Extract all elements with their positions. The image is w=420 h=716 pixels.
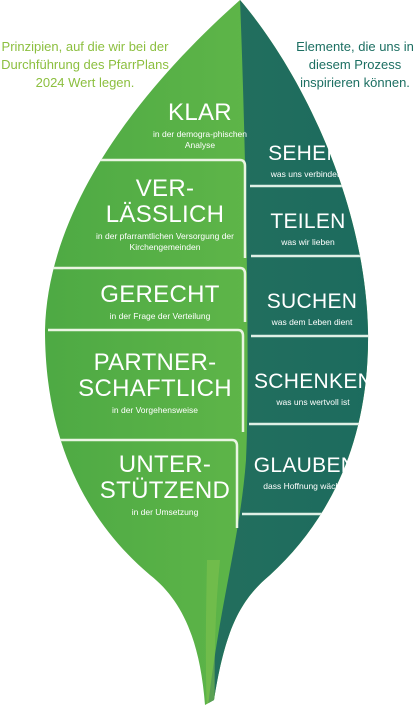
principle-klar: KLAR in der demogra-phischen Analyse	[150, 100, 250, 151]
principles-intro: Prinzipien, auf die wir bei der Durchfüh…	[1, 39, 169, 90]
element-subtitle: was uns wertvoll ist	[276, 397, 350, 407]
element-glauben: GLAUBEN dass Hoffnung wächst	[246, 454, 364, 492]
principle-subtitle: in der Umsetzung	[131, 507, 199, 517]
principle-gerecht: GERECHT in der Frage der Verteilung	[80, 282, 240, 322]
element-title: SCHENKEN	[254, 370, 374, 393]
element-subtitle: was uns verbindet	[270, 169, 340, 179]
element-sehen: SEHEN was uns verbindet	[250, 142, 360, 180]
divider-line	[60, 158, 247, 258]
principle-title: KLAR	[168, 99, 232, 126]
principle-title: PARTNER-SCHAFTLICH	[78, 349, 232, 402]
principle-title: UNTER-STÜTZEND	[99, 451, 231, 504]
elements-intro: Elemente, die uns in diesem Prozess insp…	[296, 39, 414, 90]
principle-unterstuetzend: UNTER-STÜTZEND in der Umsetzung	[90, 452, 240, 518]
element-subtitle: was dem Leben dient	[271, 317, 353, 327]
divider-line	[48, 328, 245, 432]
principle-subtitle: in der demogra-phischen Analyse	[152, 129, 248, 150]
element-title: SEHEN	[268, 142, 342, 165]
element-subtitle: dass Hoffnung wächst	[263, 481, 347, 491]
principle-title: GERECHT	[100, 281, 220, 308]
element-title: GLAUBEN	[253, 454, 357, 477]
element-suchen: SUCHEN was dem Leben dient	[252, 290, 372, 328]
principle-subtitle: in der Frage der Verteilung	[109, 311, 211, 321]
principle-subtitle: in der pfarramtlichen Versorgung der Kir…	[96, 231, 234, 252]
element-title: SUCHEN	[266, 290, 358, 313]
element-teilen: TEILEN was wir lieben	[252, 210, 364, 248]
element-title: TEILEN	[270, 210, 346, 233]
principle-partnerschaftlich: PARTNER-SCHAFTLICH in der Vorgehensweise	[70, 350, 240, 416]
divider-line	[55, 438, 239, 528]
principle-subtitle: in der Vorgehensweise	[111, 405, 198, 415]
divider-line	[50, 266, 247, 322]
element-subtitle: was wir lieben	[281, 237, 335, 247]
principle-title: VER-LÄSSLICH	[105, 175, 225, 228]
element-schenken: SCHENKEN was uns wertvoll ist	[254, 370, 374, 408]
principle-verlaesslich: VER-LÄSSLICH in der pfarramtlichen Verso…	[90, 176, 240, 253]
